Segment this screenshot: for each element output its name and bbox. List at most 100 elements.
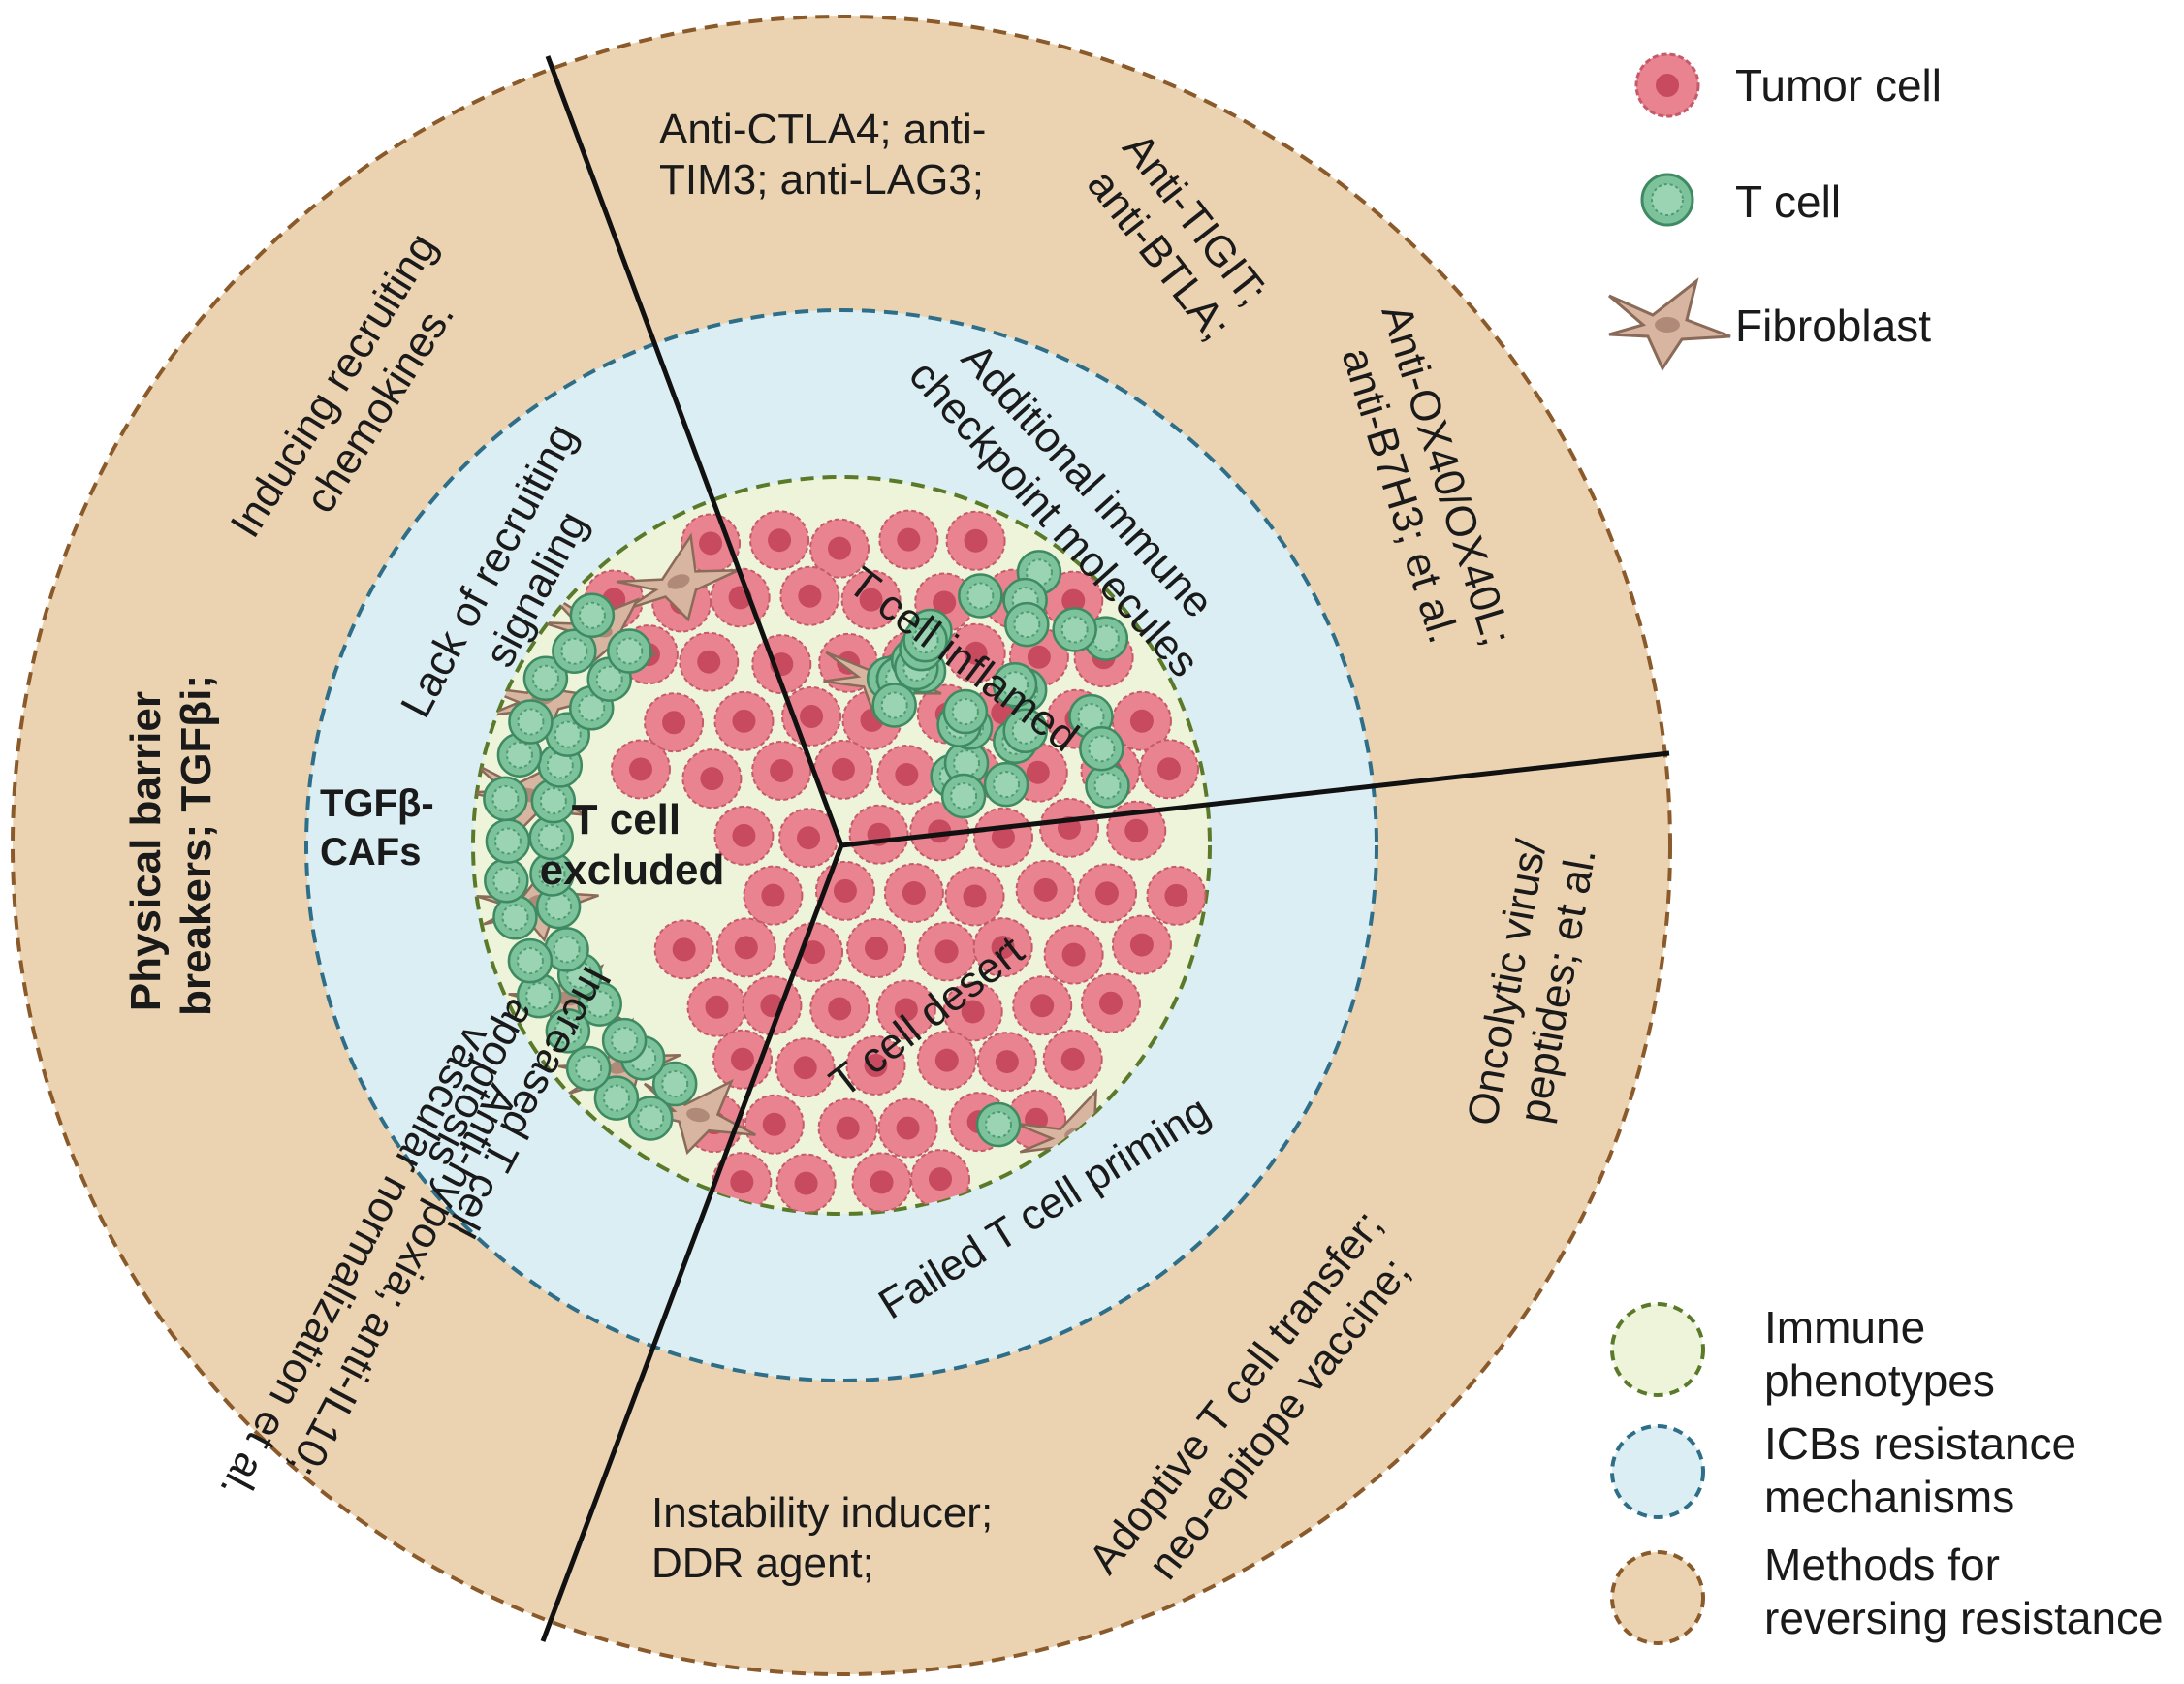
tumor-cell (945, 622, 1006, 683)
t-cell (507, 937, 554, 984)
t-cell (552, 628, 597, 674)
divider-top (545, 55, 844, 846)
t-cell (871, 683, 917, 728)
t-cell (565, 1045, 612, 1092)
t-cell (958, 573, 1003, 619)
tumor-cell (713, 805, 775, 866)
tumor-cell (916, 1030, 977, 1091)
legend-immune-phenotypes: Immune phenotypes (1610, 1302, 1995, 1406)
tumor-cell (1138, 739, 1199, 800)
tumor-cell (809, 518, 870, 579)
legend-tumor-cell: Tumor cell (1634, 52, 1942, 118)
tumor-cell (681, 748, 743, 810)
sector-dividers (540, 55, 1670, 1642)
label-physical-barrier: Physical barrier breakers; TGFβi; (122, 675, 220, 1016)
t-cell (485, 818, 531, 864)
t-cell (1004, 601, 1050, 648)
tumor-cell (783, 922, 844, 983)
t-cell (975, 1101, 1022, 1148)
tumor-cell (715, 917, 776, 978)
t-cell (516, 972, 562, 1019)
t-cell (1002, 708, 1048, 754)
tumor-cell (1038, 797, 1099, 858)
cell-cluster (473, 509, 1207, 1214)
t-cell (1079, 725, 1124, 772)
tumor-cell (877, 1097, 938, 1159)
tumor-cell (1076, 863, 1137, 924)
tumor-cell (653, 919, 714, 980)
tumor-cell (972, 917, 1033, 978)
tumor-cell (1146, 865, 1207, 926)
tumor-cell (744, 1094, 805, 1155)
t-cell (522, 655, 569, 702)
tumor-cell (1111, 914, 1172, 975)
tumor-cell (875, 979, 936, 1040)
t-cell (902, 617, 948, 663)
legend-methods-reversing: Methods for reversing resistance (1610, 1540, 2164, 1645)
svg-text:mechanisms: mechanisms (1764, 1472, 2014, 1522)
svg-text:phenotypes: phenotypes (1764, 1355, 1995, 1406)
label-tgfb-cafs: TGFβ- CAFs (320, 782, 445, 874)
divider-bottom (540, 844, 844, 1642)
tumor-cell (1111, 690, 1172, 751)
t-cell (484, 858, 529, 904)
tumor-cell (848, 804, 909, 865)
svg-text:ICBs resistance: ICBs resistance (1764, 1418, 2076, 1469)
tumor-cell (1042, 1029, 1103, 1090)
tumor-cell (817, 1097, 878, 1159)
tumor-cell (812, 739, 873, 800)
t-cell-icon (1640, 173, 1694, 227)
t-cell (530, 778, 577, 824)
fibroblast-icon (1608, 277, 1731, 372)
t-cell (601, 1017, 648, 1064)
tumor-cell (775, 1153, 837, 1214)
tumor-cell (686, 976, 747, 1037)
tumor-cell (713, 690, 775, 751)
svg-text:reversing resistance: reversing resistance (1764, 1593, 2164, 1643)
tumor-cell (679, 631, 740, 692)
tumor-cell (775, 1037, 836, 1098)
divider-right (840, 750, 1670, 848)
tumor-cell (1012, 975, 1073, 1036)
svg-text:Tumor cell: Tumor cell (1735, 60, 1942, 111)
t-cell (651, 1061, 698, 1107)
t-cell (627, 1096, 674, 1141)
t-cell (940, 773, 987, 819)
tumor-cell (1015, 859, 1076, 920)
t-cell (1052, 607, 1097, 652)
t-cell (508, 699, 554, 745)
tumor-cell-icon (1634, 52, 1700, 118)
tumor-cell (610, 739, 671, 800)
t-cell (607, 628, 652, 674)
t-cell (1085, 763, 1130, 809)
label-instability: Instability inducer; DDR agent; (651, 1489, 1004, 1587)
tumor-cell (976, 1032, 1037, 1093)
t-cell (569, 592, 616, 639)
tumor-cell (878, 509, 939, 570)
tumor-cell (1080, 972, 1141, 1033)
tumor-cell (749, 510, 810, 571)
label-t-cell-excluded: T cell excluded (540, 796, 725, 894)
t-cell (992, 662, 1038, 708)
t-cell (483, 776, 528, 822)
t-cell (983, 761, 1029, 808)
tumor-cell (876, 745, 937, 806)
icbs-resistance-swatch (1610, 1424, 1705, 1519)
tumor-cell (751, 740, 812, 801)
tumor-cell (779, 565, 840, 626)
tumor-cell (644, 692, 705, 753)
tumor-cell (840, 569, 902, 630)
tumor-cell (846, 918, 907, 979)
tumor-cell (809, 978, 870, 1039)
svg-text:Fibroblast: Fibroblast (1735, 301, 1931, 351)
legend-icbs-resistance: ICBs resistance mechanisms (1610, 1418, 2076, 1522)
tumor-cell (972, 807, 1033, 868)
immune-phenotypes-swatch (1610, 1302, 1705, 1397)
t-cell (942, 688, 989, 735)
svg-text:T cell: T cell (1735, 176, 1841, 227)
t-cell (529, 851, 575, 897)
t-cell (593, 1075, 640, 1121)
svg-text:Methods for: Methods for (1764, 1540, 2000, 1590)
tumor-cell (851, 1152, 912, 1213)
tumor-cell (1043, 924, 1104, 985)
